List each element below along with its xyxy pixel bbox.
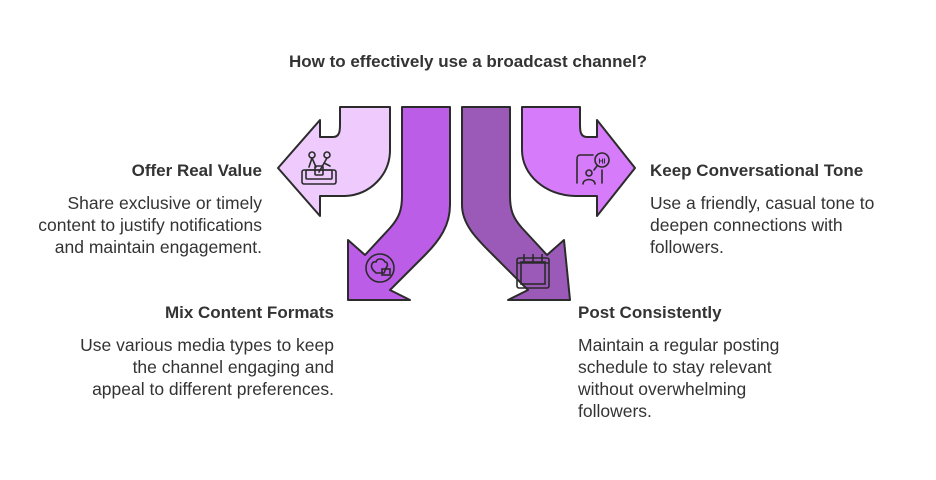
calendar-icon — [516, 254, 550, 289]
arrow-offer-real-value — [277, 106, 391, 217]
item-description: Maintain a regular posting schedule to s… — [578, 335, 780, 421]
item-heading: Post Consistently — [578, 303, 722, 322]
item-heading: Offer Real Value — [131, 161, 262, 180]
item-heading: Keep Conversational Tone — [650, 161, 864, 180]
arrow-mix-content-formats — [347, 106, 451, 301]
arrow-post-consistently — [461, 106, 571, 301]
item-post-consistently: Post Consistently Maintain a regular pos… — [578, 302, 818, 422]
item-description: Use a friendly, casual tone to deepen co… — [650, 193, 875, 257]
item-keep-conversational-tone: Keep Conversational Tone Use a friendly,… — [650, 160, 920, 258]
item-offer-real-value: Offer Real Value Share exclusive or time… — [20, 160, 262, 258]
chat-hi-icon: HI — [576, 152, 610, 185]
item-description: Share exclusive or timely content to jus… — [38, 193, 262, 257]
item-mix-content-formats: Mix Content Formats Use various media ty… — [80, 302, 334, 400]
toolbox-icon — [301, 151, 337, 185]
item-description: Use various media types to keep the chan… — [80, 335, 334, 399]
arrow-keep-conversational-tone: HI — [521, 106, 636, 217]
svg-text:HI: HI — [599, 159, 606, 166]
diagram-title: How to effectively use a broadcast chann… — [288, 52, 648, 71]
item-heading: Mix Content Formats — [164, 303, 334, 322]
shapes-icon — [365, 253, 395, 283]
